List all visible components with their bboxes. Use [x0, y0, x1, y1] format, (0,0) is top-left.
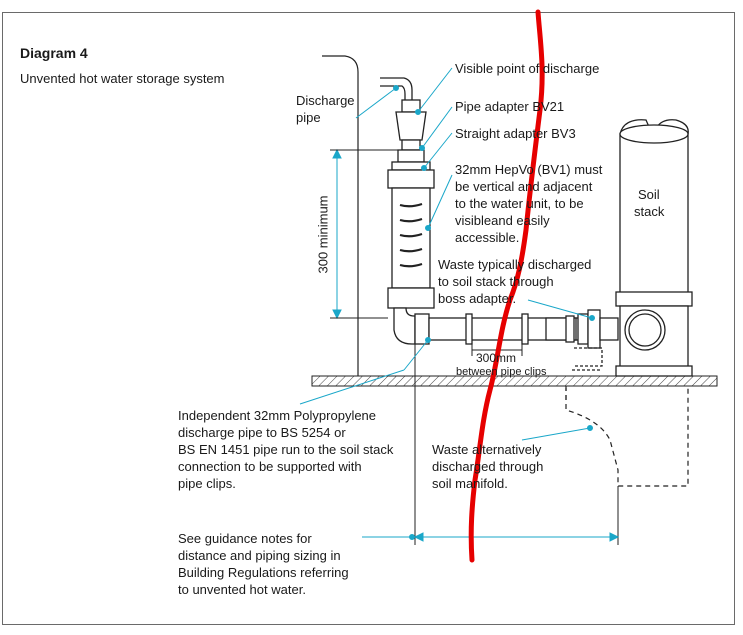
label-visible-point: Visible point of discharge [455, 61, 600, 76]
dimension-bottom [362, 344, 620, 545]
diagram-frame [2, 12, 735, 625]
diagram-subtitle: Unvented hot water storage system [20, 71, 225, 86]
label-independent-pipe-4: connection to be supported with [178, 459, 362, 474]
label-waste-alternatively-1: Waste alternatively [432, 442, 542, 457]
label-guidance-4: to unvented hot water. [178, 582, 306, 597]
label-independent-pipe-3: BS EN 1451 pipe run to the soil stack [178, 442, 394, 457]
label-waste-typically-3: boss adapter. [438, 291, 517, 306]
label-soil-stack-1: Soil [638, 187, 660, 202]
label-300-minimum: 300 minimum [315, 195, 331, 274]
label-clip-spacing-1: 300mm [476, 351, 517, 365]
label-independent-pipe-1: Independent 32mm Polypropylene [178, 408, 377, 423]
label-waste-typically-2: to soil stack through [438, 274, 554, 289]
label-hepvo-2: be vertical and adjacent [455, 179, 593, 194]
floor [311, 375, 718, 387]
straight-adapter-bv3 [391, 149, 431, 171]
label-straight-adapter: Straight adapter BV3 [455, 126, 576, 141]
label-hepvo-5: accessible. [455, 230, 520, 245]
label-hepvo-4: visibleand easily [455, 213, 550, 228]
soil-manifold [565, 386, 689, 487]
label-waste-typically-1: Waste typically discharged [438, 257, 592, 272]
label-hepvo-1: 32mm HepVo (BV1) must [455, 162, 603, 177]
red-annotation-stroke [468, 9, 545, 563]
label-hepvo-3: to the water unit, to be [455, 196, 584, 211]
label-discharge-pipe-2: pipe [296, 110, 321, 125]
label-discharge-pipe-1: Discharge [296, 93, 355, 108]
pipe-adapter-bv21 [395, 99, 427, 151]
label-independent-pipe-5: pipe clips. [178, 476, 236, 491]
wall-outline [322, 55, 359, 376]
label-soil-stack-2: stack [634, 204, 665, 219]
label-waste-alternatively-3: soil manifold. [432, 476, 508, 491]
dimension-300-minimum [330, 148, 400, 320]
diagram-title: Diagram 4 [20, 45, 88, 61]
hepvo-valve [387, 169, 435, 309]
boss-adapter [572, 309, 619, 371]
label-guidance-1: See guidance notes for [178, 531, 312, 546]
label-waste-alternatively-2: discharged through [432, 459, 544, 474]
discharge-pipe-top [380, 77, 413, 100]
horizontal-discharge-pipe [393, 307, 580, 345]
label-guidance-3: Building Regulations referring [178, 565, 349, 580]
label-clip-spacing-2: between pipe clips [456, 366, 547, 378]
label-independent-pipe-2: discharge pipe to BS 5254 or [178, 425, 346, 440]
soil-stack [615, 119, 693, 377]
leader-lines [299, 67, 595, 441]
label-guidance-2: distance and piping sizing in [178, 548, 341, 563]
label-pipe-adapter: Pipe adapter BV21 [455, 99, 565, 114]
